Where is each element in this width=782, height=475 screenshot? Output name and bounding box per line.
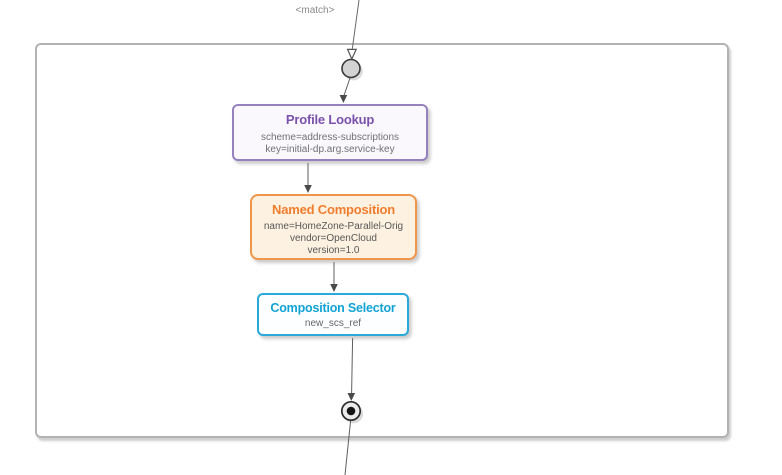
node-named-composition-detail: vendor=OpenCloud <box>289 233 377 244</box>
node-named-composition-detail: name=HomeZone-Parallel-Orig <box>263 221 404 232</box>
node-composition-selector-detail: new_scs_ref <box>304 318 362 329</box>
node-profile-lookup-title: Profile Lookup <box>285 112 375 127</box>
node-profile-lookup-detail: scheme=address-subscriptions <box>260 132 400 143</box>
node-composition-selector-title: Composition Selector <box>270 301 396 315</box>
edge-label-match: <match> <box>295 5 335 16</box>
node-named-composition-detail: version=1.0 <box>307 245 360 256</box>
node-named-composition[interactable]: Named Composition name=HomeZone-Parallel… <box>250 194 417 260</box>
node-composition-selector[interactable]: Composition Selector new_scs_ref <box>257 293 409 336</box>
node-profile-lookup[interactable]: Profile Lookup scheme=address-subscripti… <box>232 104 428 161</box>
node-profile-lookup-detail: key=initial-dp.arg.service-key <box>265 144 395 155</box>
node-named-composition-title: Named Composition <box>272 202 395 217</box>
